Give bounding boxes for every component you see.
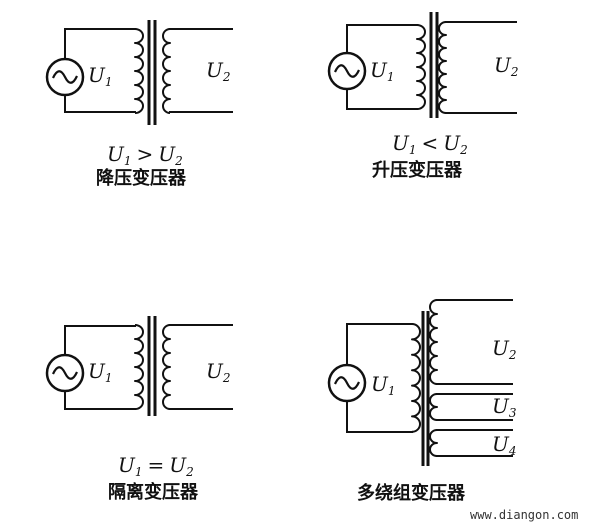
ac-source-icon — [327, 51, 367, 91]
watermark: www.diangon.com — [470, 508, 578, 522]
stepdown-secondary-coil — [162, 28, 171, 114]
multiwinding-secondary-coil-1 — [429, 299, 438, 385]
ac-source-icon — [327, 363, 367, 403]
stepdown-secondary-label: U2 — [206, 58, 231, 84]
ac-source-icon — [45, 57, 85, 97]
stepup-primary-label: U1 — [370, 58, 395, 84]
stepup-secondary-wire — [445, 21, 517, 114]
multiwinding-out2-label: U3 — [492, 394, 517, 420]
stepup-transformer: U1 U2 U1<U2 升压变压器 — [327, 12, 519, 181]
stepdown-caption: 降压变压器 — [96, 167, 187, 189]
isolation-transformer: U1 U2 U1=U2 隔离变压器 — [45, 316, 233, 503]
multiwinding-primary-coil — [411, 323, 421, 433]
isolation-caption: 隔离变压器 — [108, 481, 199, 503]
isolation-secondary-wire — [169, 324, 233, 410]
isolation-primary-coil — [134, 324, 144, 410]
multiwinding-secondary-coil-3 — [429, 429, 438, 457]
multiwinding-primary-wire — [346, 323, 413, 433]
ac-source-icon — [45, 353, 85, 393]
multiwinding-caption: 多绕组变压器 — [357, 482, 466, 504]
stepup-secondary-coil — [438, 21, 447, 114]
stepup-caption: 升压变压器 — [372, 159, 463, 181]
stepdown-primary-label: U1 — [88, 63, 113, 89]
stepup-primary-wire — [346, 24, 418, 110]
multiwinding-out1-label: U2 — [492, 336, 517, 362]
isolation-secondary-coil — [162, 324, 171, 410]
isolation-primary-label: U1 — [88, 359, 113, 385]
stepup-primary-coil — [416, 24, 426, 110]
stepdown-primary-coil — [134, 28, 144, 114]
stepdown-secondary-wire — [169, 28, 233, 113]
stepup-relation: U1<U2 — [392, 131, 468, 157]
stepdown-transformer: U1 U2 U1>U2 降压变压器 — [45, 20, 233, 189]
multiwinding-secondary-coil-2 — [429, 393, 438, 421]
stepup-secondary-label: U2 — [494, 53, 519, 79]
stepdown-relation: U1>U2 — [107, 142, 183, 168]
stepdown-primary-wire — [64, 28, 136, 113]
isolation-primary-wire — [64, 325, 136, 410]
multiwinding-primary-label: U1 — [371, 372, 396, 398]
isolation-relation: U1=U2 — [118, 453, 194, 479]
isolation-secondary-label: U2 — [206, 359, 231, 385]
multiwinding-transformer: U1 U2 U3 U4 多绕组变压器 — [327, 299, 517, 504]
multiwinding-out3-label: U4 — [492, 432, 517, 458]
